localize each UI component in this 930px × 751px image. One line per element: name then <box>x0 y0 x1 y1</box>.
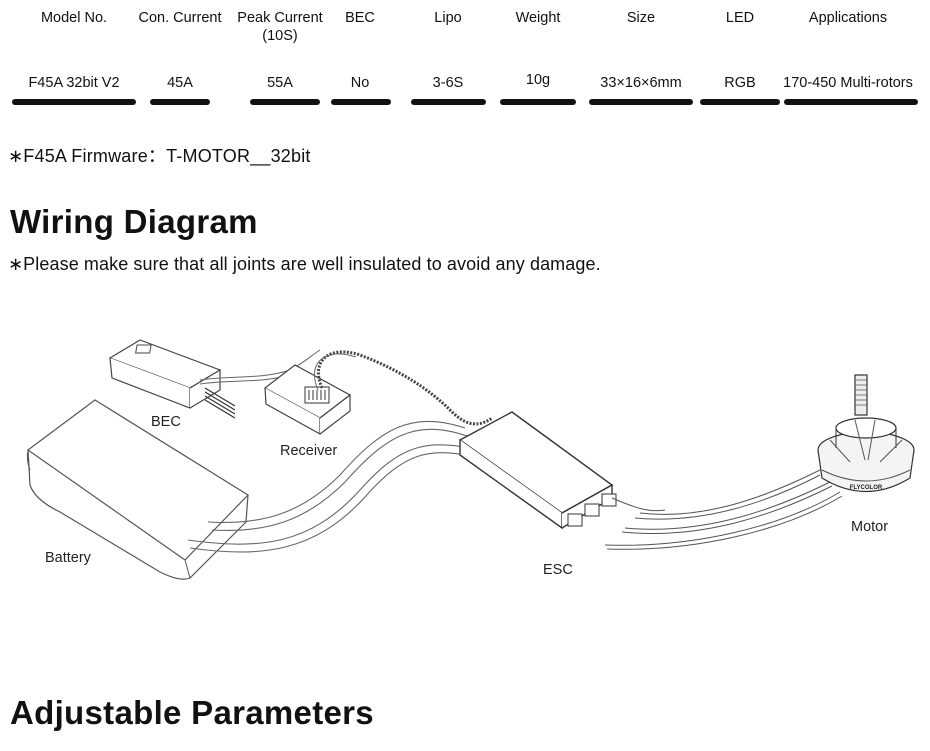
spec-header: LED <box>725 10 755 26</box>
adjustable-heading: Adjustable Parameters <box>10 694 374 731</box>
spec-header: BEC <box>345 10 375 26</box>
spec-underline <box>589 99 693 105</box>
spec-table: Model No. F45A 32bit V2 Con. Current 45A… <box>0 0 930 110</box>
spec-underline <box>784 99 918 105</box>
battery-illustration <box>26 399 473 580</box>
wiring-diagram: FLYCOLOR BEC Receiver Battery ESC Motor <box>26 339 915 580</box>
spec-underline <box>250 99 320 105</box>
spec-header: Con. Current <box>138 10 222 26</box>
motor-label: Motor <box>851 519 888 535</box>
receiver-illustration <box>263 350 493 436</box>
receiver-label: Receiver <box>280 443 337 459</box>
spec-underline <box>150 99 210 105</box>
spec-header: Lipo <box>434 10 462 26</box>
spec-underline <box>411 99 486 105</box>
spec-header: Applications <box>808 10 888 26</box>
spec-header-line2: (10S) <box>262 28 298 44</box>
spec-underline <box>331 99 391 105</box>
bec-label: BEC <box>151 414 181 430</box>
spec-underline <box>12 99 136 105</box>
spec-header: Model No. <box>40 10 108 26</box>
wiring-heading: Wiring Diagram <box>10 203 258 240</box>
spec-value: 55A <box>267 75 293 91</box>
spec-value: 3-6S <box>432 75 464 91</box>
spec-value: 10g <box>525 72 551 88</box>
spec-header: Size <box>626 10 656 26</box>
spec-header: Weight <box>515 10 561 26</box>
spec-value: RGB <box>724 75 756 91</box>
spec-header-line1: Peak Current <box>237 10 323 26</box>
spec-value: 33×16×6mm <box>600 75 682 91</box>
insulation-note: ∗Please make sure that all joints are we… <box>8 254 601 274</box>
spec-value: 170-450 Multi-rotors <box>783 75 913 91</box>
esc-label: ESC <box>543 562 573 578</box>
spec-underline <box>500 99 576 105</box>
spec-header: Peak Current (10S) <box>230 9 330 45</box>
esc-illustration <box>458 411 843 550</box>
battery-label: Battery <box>45 550 92 566</box>
spec-underline <box>700 99 780 105</box>
spec-value: No <box>350 75 370 91</box>
spec-value: 45A <box>167 75 193 91</box>
motor-illustration: FLYCOLOR <box>817 374 915 493</box>
motor-brand-text: FLYCOLOR <box>850 485 883 491</box>
spec-value: F45A 32bit V2 <box>28 75 120 91</box>
firmware-note: ∗F45A Firmware：T-MOTOR__32bit <box>8 146 311 166</box>
